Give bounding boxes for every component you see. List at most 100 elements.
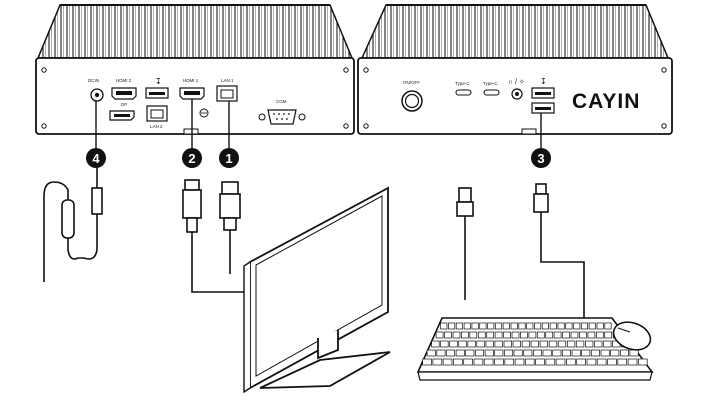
- keyboard-key: [511, 331, 520, 339]
- keyboard-key: [448, 322, 456, 330]
- dcin-port[interactable]: [90, 88, 104, 102]
- usb-icon-front: ↧: [540, 77, 547, 86]
- keyboard-key: [502, 322, 510, 330]
- keyboard-key: [494, 322, 503, 330]
- keyboard-key: [548, 340, 558, 348]
- com-port[interactable]: [258, 109, 306, 125]
- keyboard-key: [570, 331, 579, 339]
- keyboard-key: [545, 331, 554, 339]
- keyboard-key: [566, 340, 576, 348]
- keyboard-key: [629, 349, 639, 357]
- keyboard-key: [524, 358, 535, 366]
- keyboard-key: [541, 322, 549, 330]
- keyboard-key: [484, 349, 494, 357]
- keyboard-key: [557, 322, 565, 330]
- keyboard-key: [476, 340, 485, 348]
- keyboard-key: [453, 358, 463, 366]
- rear-heatsink: [36, 4, 354, 59]
- badge-4: 4: [86, 148, 106, 168]
- keyboard-key: [579, 331, 587, 339]
- loose-cable: [456, 187, 474, 300]
- audio-jack[interactable]: [511, 88, 523, 100]
- keyboard-key: [436, 349, 446, 357]
- keyboard-key: [494, 349, 504, 357]
- keyboard-key: [431, 340, 440, 348]
- hdmi1-port[interactable]: [179, 87, 205, 100]
- keyboard-key: [518, 322, 526, 330]
- monitor-neck: [317, 330, 339, 360]
- port-leader-lines: [95, 99, 542, 148]
- keyboard-key: [534, 322, 542, 330]
- keyboard-key: [552, 349, 562, 357]
- keyboard-key: [562, 331, 570, 339]
- audio-label: ∩ / ✧: [508, 78, 525, 86]
- keyboard-key: [590, 349, 600, 357]
- keyboard-key: [521, 340, 531, 348]
- lan2-port[interactable]: [146, 105, 168, 122]
- badge-2: 2: [182, 148, 202, 168]
- usb-port-front-bottom[interactable]: [531, 102, 555, 114]
- keyboard-key: [580, 322, 589, 330]
- keyboard-key: [483, 358, 494, 366]
- keyboard-key: [513, 349, 523, 357]
- keyboard-key: [566, 358, 576, 366]
- keyboard-key: [479, 322, 487, 330]
- keyboard-key: [442, 358, 453, 366]
- dp-port[interactable]: [109, 110, 135, 121]
- keyboard-key: [594, 340, 603, 348]
- badge-1: 1: [219, 148, 239, 168]
- onoff-label: ON/OFF: [403, 80, 420, 85]
- keyboard-key: [533, 349, 543, 357]
- keyboard-key: [604, 322, 612, 330]
- svg-text:4: 4: [92, 151, 100, 166]
- ground-screw: [199, 108, 209, 118]
- keyboard-key: [473, 358, 484, 366]
- keyboard-key: [585, 340, 594, 348]
- keyboard-key: [627, 358, 638, 366]
- keyboard-key: [514, 358, 525, 366]
- mouse: [612, 321, 652, 351]
- keyboard-key: [504, 349, 514, 357]
- keyboard-key: [469, 331, 478, 339]
- keyboard-key: [494, 358, 504, 366]
- keyboard-key: [432, 358, 443, 366]
- keyboard-key: [576, 358, 586, 366]
- keyboard-key: [520, 331, 528, 339]
- keyboard-key: [588, 322, 596, 330]
- keyboard-key: [555, 358, 566, 366]
- keyboard-key: [512, 340, 521, 348]
- lan-cable: [219, 181, 241, 274]
- power-button[interactable]: [401, 90, 423, 112]
- keyboard-key: [610, 349, 620, 357]
- typec2-label: Type-C: [483, 81, 498, 86]
- keyboard-key: [461, 331, 469, 339]
- lan1-port[interactable]: [216, 85, 238, 102]
- keyboard-key: [458, 340, 467, 348]
- keyboard-key: [526, 322, 534, 330]
- keyboard-key: [523, 349, 533, 357]
- keyboard-key: [426, 349, 436, 357]
- keyboard-key: [446, 349, 456, 357]
- keyboard-key: [587, 331, 596, 339]
- keyboard-key: [571, 349, 581, 357]
- keyboard-key: [549, 322, 557, 330]
- rear-device: DCIN HDMI 2 DP ↧ LAN 2 HDMI 1: [35, 4, 355, 135]
- brand-logo: CAYIN: [572, 90, 640, 113]
- usb-port-front-top[interactable]: [531, 87, 555, 99]
- typec1-port[interactable]: [455, 89, 472, 96]
- hdmi2-port[interactable]: [111, 87, 137, 100]
- keyboard-key: [545, 358, 556, 366]
- keyboard-key: [617, 358, 628, 366]
- keyboard-key: [530, 340, 540, 348]
- front-heatsink: [360, 4, 670, 59]
- keyboard-key: [463, 358, 473, 366]
- svg-text:2: 2: [188, 151, 195, 166]
- keyboard-key: [604, 331, 613, 339]
- usb-port-left[interactable]: [145, 87, 169, 99]
- typec2-port[interactable]: [483, 89, 500, 96]
- com-label: COM: [276, 99, 287, 104]
- keyboard-key: [536, 331, 545, 339]
- hdmi-cable: [182, 179, 252, 293]
- svg-text:3: 3: [537, 151, 544, 166]
